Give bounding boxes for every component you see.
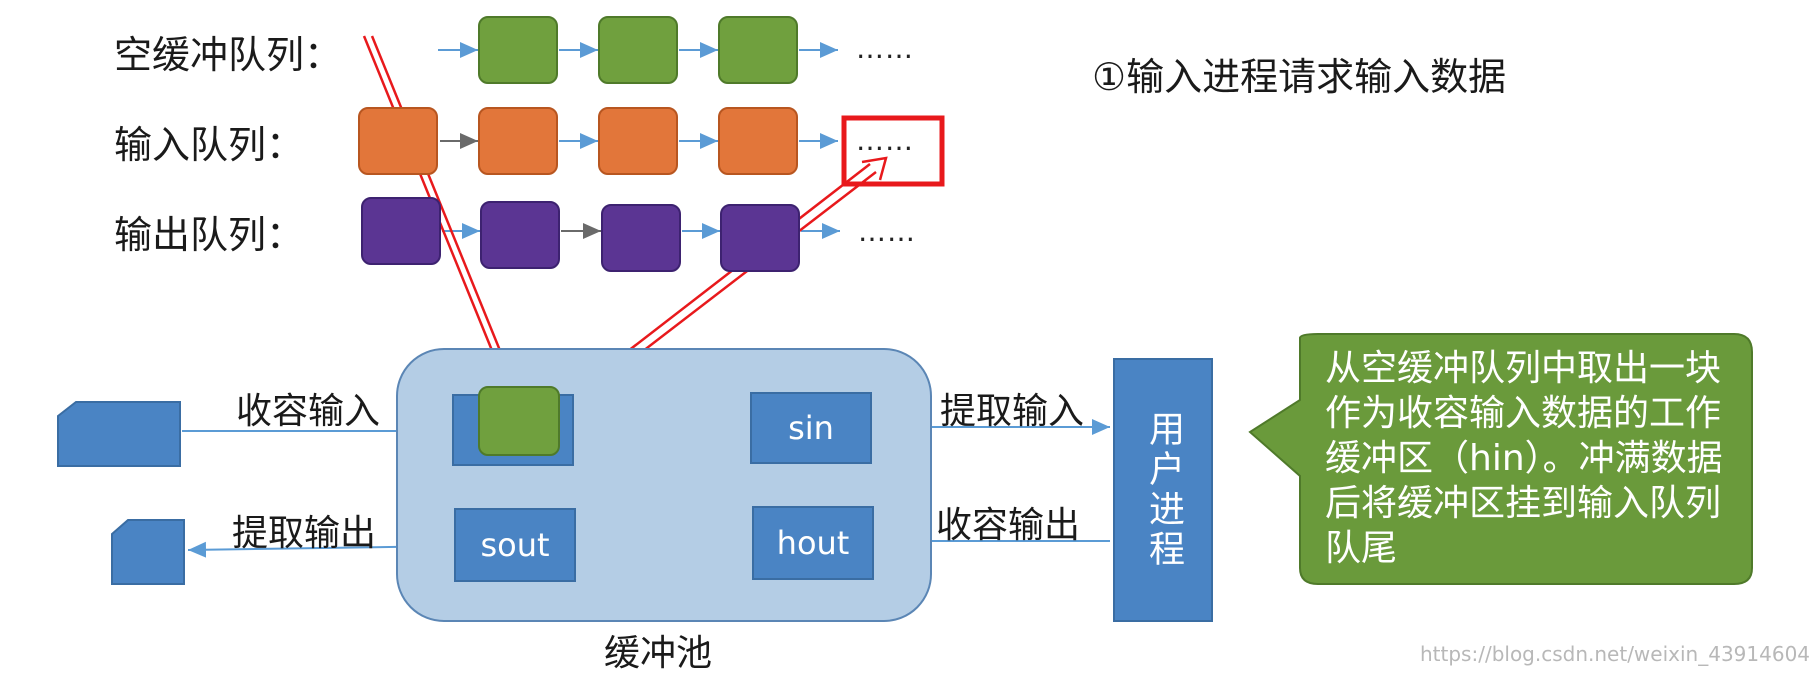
sin-buffer: sin <box>750 392 872 464</box>
diagram-arrows <box>57 35 1753 585</box>
output-device-icon <box>111 519 185 585</box>
watermark: https://blog.csdn.net/weixin_43914604 <box>1420 642 1810 666</box>
output-queue-ellipsis: …… <box>858 215 916 248</box>
extract-input-label: 提取输入 <box>940 391 1085 432</box>
extract-output-label: 提取输出 <box>232 513 377 554</box>
empty-buffer <box>478 16 558 84</box>
input-buffer <box>478 107 558 175</box>
input-buffer <box>718 107 798 175</box>
user-process: 用户进程 <box>1113 358 1213 622</box>
input-queue-tail-highlight <box>841 115 945 187</box>
input-queue-label: 输入队列： <box>114 123 305 167</box>
input-buffer <box>358 107 438 175</box>
callout-text: 从空缓冲队列中取出一块作为收容输入数据的工作缓冲区（hin）。冲满数据后将缓冲区… <box>1325 348 1723 569</box>
output-buffer <box>361 197 441 265</box>
empty-buffer <box>718 16 798 84</box>
input-buffer <box>598 107 678 175</box>
output-buffer <box>720 204 800 272</box>
capture-output-label: 收容输出 <box>936 505 1081 546</box>
hout-buffer: hout <box>752 506 874 580</box>
sout-buffer: sout <box>454 508 576 582</box>
empty-buffer <box>598 16 678 84</box>
input-queue-ellipsis: …… <box>856 124 914 157</box>
hin-working-buffer <box>478 386 560 456</box>
empty-queue-label: 空缓冲队列： <box>114 33 343 77</box>
buffer-pool-label: 缓冲池 <box>604 633 713 674</box>
input-device-icon <box>57 401 181 467</box>
callout-bubble <box>1248 333 1753 585</box>
empty-queue-ellipsis: …… <box>856 32 914 65</box>
step-title: ①输入进程请求输入数据 <box>1092 55 1507 99</box>
output-buffer <box>601 204 681 272</box>
output-queue-label: 输出队列： <box>114 213 305 257</box>
output-buffer <box>480 201 560 269</box>
capture-input-label: 收容输入 <box>236 391 381 432</box>
